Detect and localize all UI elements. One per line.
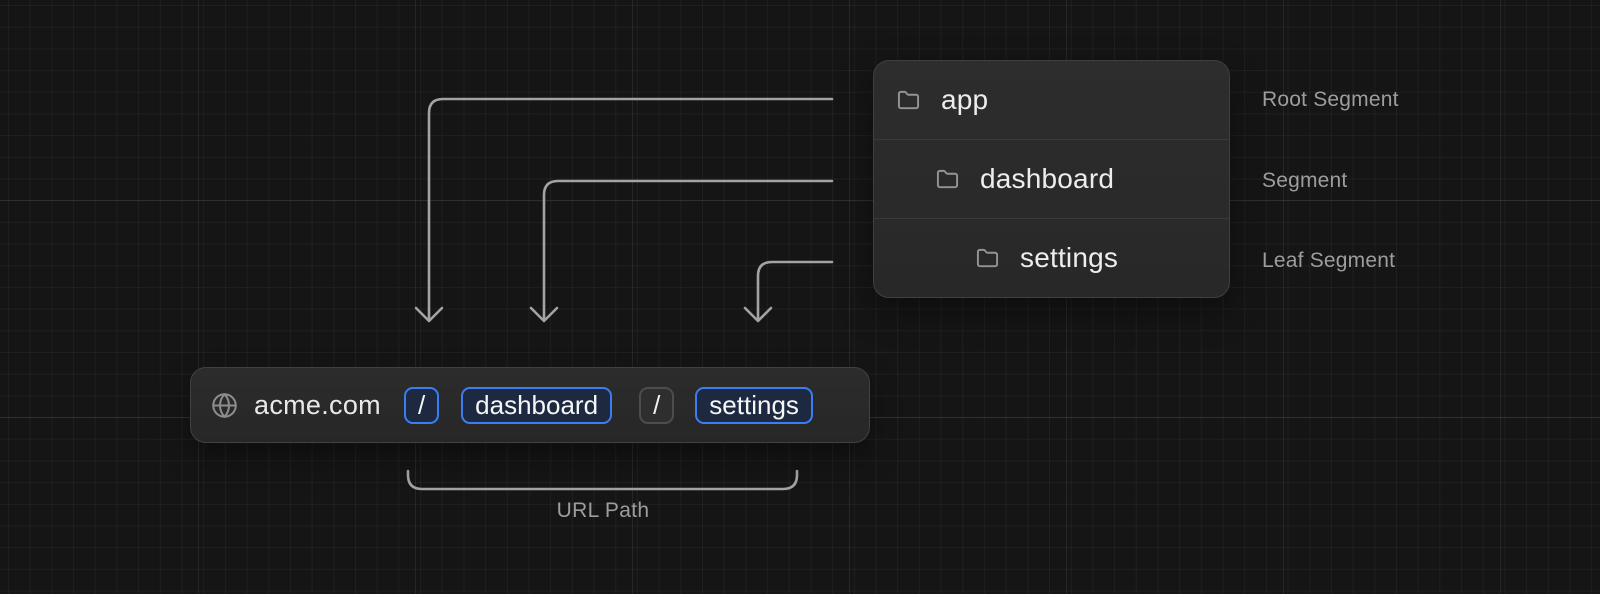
folder-name: app: [941, 84, 989, 115]
globe-icon: [212, 392, 237, 418]
folder-tree-card: app dashboard settings: [873, 60, 1230, 298]
folder-icon: [976, 248, 999, 267]
folder-icon: [897, 90, 920, 109]
folder-icon: [936, 169, 959, 188]
url-segment-dashboard: dashboard: [461, 386, 613, 424]
annotation-leaf-segment: Leaf Segment: [1262, 249, 1396, 272]
annotation-segment: Segment: [1262, 169, 1348, 192]
folder-name: settings: [1020, 242, 1119, 273]
tree-row-dashboard: dashboard: [874, 139, 1229, 218]
url-path-caption: URL Path: [556, 499, 650, 522]
url-path-bracket: [406, 469, 799, 491]
tree-row-settings: settings: [874, 218, 1229, 297]
url-domain: acme.com: [254, 389, 381, 420]
annotation-root-segment: Root Segment: [1262, 88, 1399, 111]
url-bar: acme.com / dashboard / settings: [190, 367, 870, 443]
tree-row-app: app: [874, 61, 1229, 139]
url-segment-root-slash: /: [403, 386, 440, 424]
folder-name: dashboard: [980, 163, 1115, 194]
url-segment-settings: settings: [695, 386, 813, 424]
url-segment-separator-slash: /: [639, 386, 675, 424]
arrow-settings-segment: [743, 260, 834, 323]
arrow-root-segment: [414, 97, 834, 323]
arrow-dashboard-segment: [529, 179, 834, 323]
